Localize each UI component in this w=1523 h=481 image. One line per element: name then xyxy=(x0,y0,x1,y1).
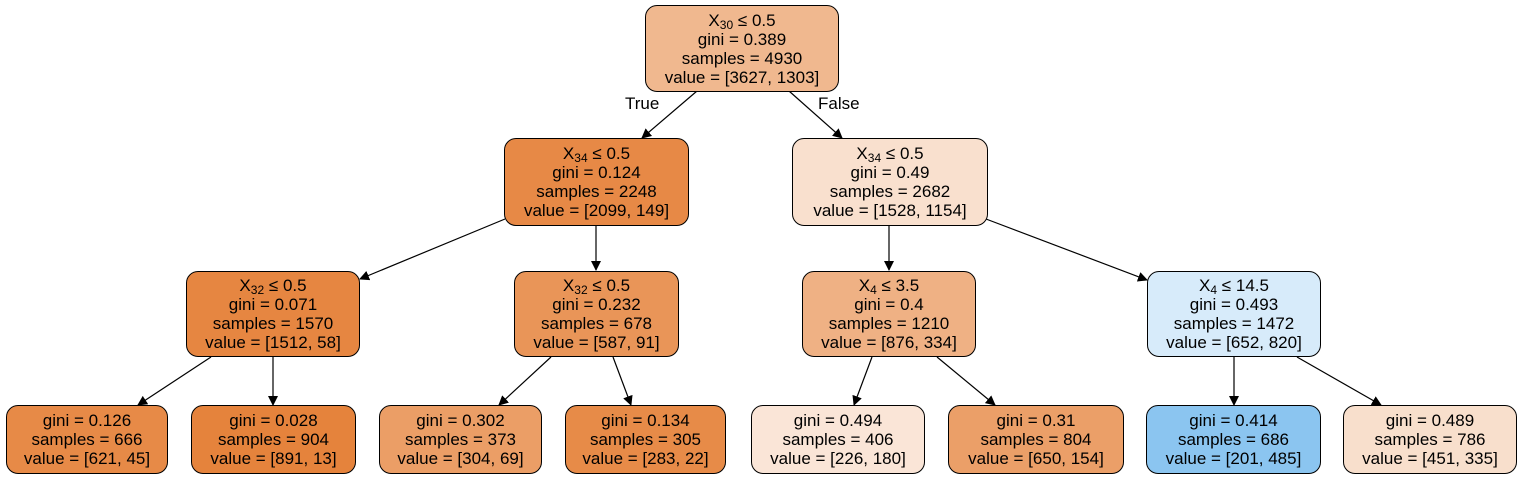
node-samples: samples = 2248 xyxy=(536,182,657,201)
node-value: value = [876, 334] xyxy=(821,333,957,352)
node-condition: X34 ≤ 0.5 xyxy=(856,144,924,165)
leaf-value: value = [621, 45] xyxy=(23,449,151,468)
tree-leaf-8: gini = 0.489 samples = 786 value = [451,… xyxy=(1343,405,1517,474)
tree-node-n5: X4 ≤ 3.5 gini = 0.4 samples = 1210 value… xyxy=(802,271,976,357)
node-value: value = [1512, 58] xyxy=(205,333,341,352)
leaf-samples: samples = 406 xyxy=(782,430,894,449)
tree-leaf-1: gini = 0.126 samples = 666 value = [621,… xyxy=(6,405,168,474)
node-samples: samples = 4930 xyxy=(681,48,803,68)
leaf-gini: gini = 0.414 xyxy=(1189,411,1278,430)
edge-n5-l6 xyxy=(936,356,996,406)
tree-edges xyxy=(137,90,1382,406)
tree-node-n2: X34 ≤ 0.5 gini = 0.49 samples = 2682 val… xyxy=(792,138,988,226)
leaf-samples: samples = 786 xyxy=(1374,430,1486,449)
leaf-gini: gini = 0.31 xyxy=(996,411,1076,430)
node-samples: samples = 1472 xyxy=(1173,314,1295,333)
edge-n3-l1 xyxy=(137,356,212,406)
leaf-gini: gini = 0.134 xyxy=(601,411,690,430)
edge-n2-n6 xyxy=(985,218,1148,282)
node-condition: X34 ≤ 0.5 xyxy=(562,144,631,165)
node-samples: samples = 678 xyxy=(540,314,653,333)
leaf-samples: samples = 686 xyxy=(1177,430,1290,449)
leaf-samples: samples = 904 xyxy=(217,430,330,449)
tree-node-n3: X32 ≤ 0.5 gini = 0.071 samples = 1570 va… xyxy=(186,271,360,357)
leaf-gini: gini = 0.489 xyxy=(1385,411,1475,430)
tree-leaf-6: gini = 0.31 samples = 804 value = [650, … xyxy=(948,405,1124,474)
edge-root-n2 xyxy=(788,90,843,139)
edge-n4-l4 xyxy=(612,356,633,406)
node-samples: samples = 1210 xyxy=(828,314,950,333)
edge-n6-l8 xyxy=(1296,356,1382,406)
node-condition: X4 ≤ 14.5 xyxy=(1199,276,1269,297)
node-value: value = [3627, 1303] xyxy=(664,67,820,87)
tree-leaf-7: gini = 0.414 samples = 686 value = [201,… xyxy=(1146,405,1321,474)
tree-node-n4: X32 ≤ 0.5 gini = 0.232 samples = 678 val… xyxy=(514,271,679,357)
tree-leaf-2: gini = 0.028 samples = 904 value = [891,… xyxy=(191,405,356,474)
edge-label-true: True xyxy=(625,94,660,113)
tree-leaf-5: gini = 0.494 samples = 406 value = [226,… xyxy=(751,405,925,474)
edge-root-n1 xyxy=(641,90,698,139)
leaf-value: value = [304, 69] xyxy=(397,449,524,468)
leaf-samples: samples = 804 xyxy=(980,430,1092,449)
node-condition: X32 ≤ 0.5 xyxy=(239,276,307,297)
node-condition: X4 ≤ 3.5 xyxy=(858,276,920,297)
leaf-gini: gini = 0.302 xyxy=(416,411,505,430)
leaf-samples: samples = 373 xyxy=(404,430,517,449)
edge-n5-l5 xyxy=(852,356,873,406)
node-gini: gini = 0.071 xyxy=(228,295,318,314)
leaf-samples: samples = 666 xyxy=(31,430,143,449)
edge-label-false: False xyxy=(818,94,860,113)
node-gini: gini = 0.232 xyxy=(552,295,641,314)
node-gini: gini = 0.4 xyxy=(854,295,924,314)
leaf-value: value = [891, 13] xyxy=(210,449,337,468)
node-samples: samples = 2682 xyxy=(829,182,951,201)
leaf-value: value = [283, 22] xyxy=(582,449,709,468)
leaf-gini: gini = 0.126 xyxy=(42,411,132,430)
tree-node-n1: X34 ≤ 0.5 gini = 0.124 samples = 2248 va… xyxy=(504,138,689,226)
leaf-gini: gini = 0.494 xyxy=(793,411,883,430)
node-gini: gini = 0.493 xyxy=(1189,295,1279,314)
leaf-value: value = [650, 154] xyxy=(968,449,1104,468)
leaf-value: value = [451, 335] xyxy=(1362,449,1498,468)
leaf-samples: samples = 305 xyxy=(589,430,702,449)
tree-leaf-4: gini = 0.134 samples = 305 value = [283,… xyxy=(565,405,726,474)
tree-node-root: X30 ≤ 0.5 gini = 0.389 samples = 4930 va… xyxy=(645,5,839,92)
leaf-value: value = [201, 485] xyxy=(1165,449,1302,468)
leaf-value: value = [226, 180] xyxy=(770,449,906,468)
node-gini: gini = 0.124 xyxy=(552,163,641,182)
node-value: value = [587, 91] xyxy=(533,333,660,352)
node-samples: samples = 1570 xyxy=(212,314,334,333)
tree-node-n6: X4 ≤ 14.5 gini = 0.493 samples = 1472 va… xyxy=(1147,271,1321,357)
node-condition: X32 ≤ 0.5 xyxy=(562,276,631,297)
node-gini: gini = 0.389 xyxy=(697,29,787,49)
node-value: value = [1528, 1154] xyxy=(813,201,967,220)
node-condition: X30 ≤ 0.5 xyxy=(708,10,776,32)
node-gini: gini = 0.49 xyxy=(850,163,930,182)
node-value: value = [2099, 149] xyxy=(523,201,670,220)
edge-n1-n3 xyxy=(359,218,506,281)
edge-n4-l3 xyxy=(498,356,552,406)
tree-leaf-3: gini = 0.302 samples = 373 value = [304,… xyxy=(379,405,542,474)
node-value: value = [652, 820] xyxy=(1166,333,1302,352)
leaf-gini: gini = 0.028 xyxy=(229,411,318,430)
